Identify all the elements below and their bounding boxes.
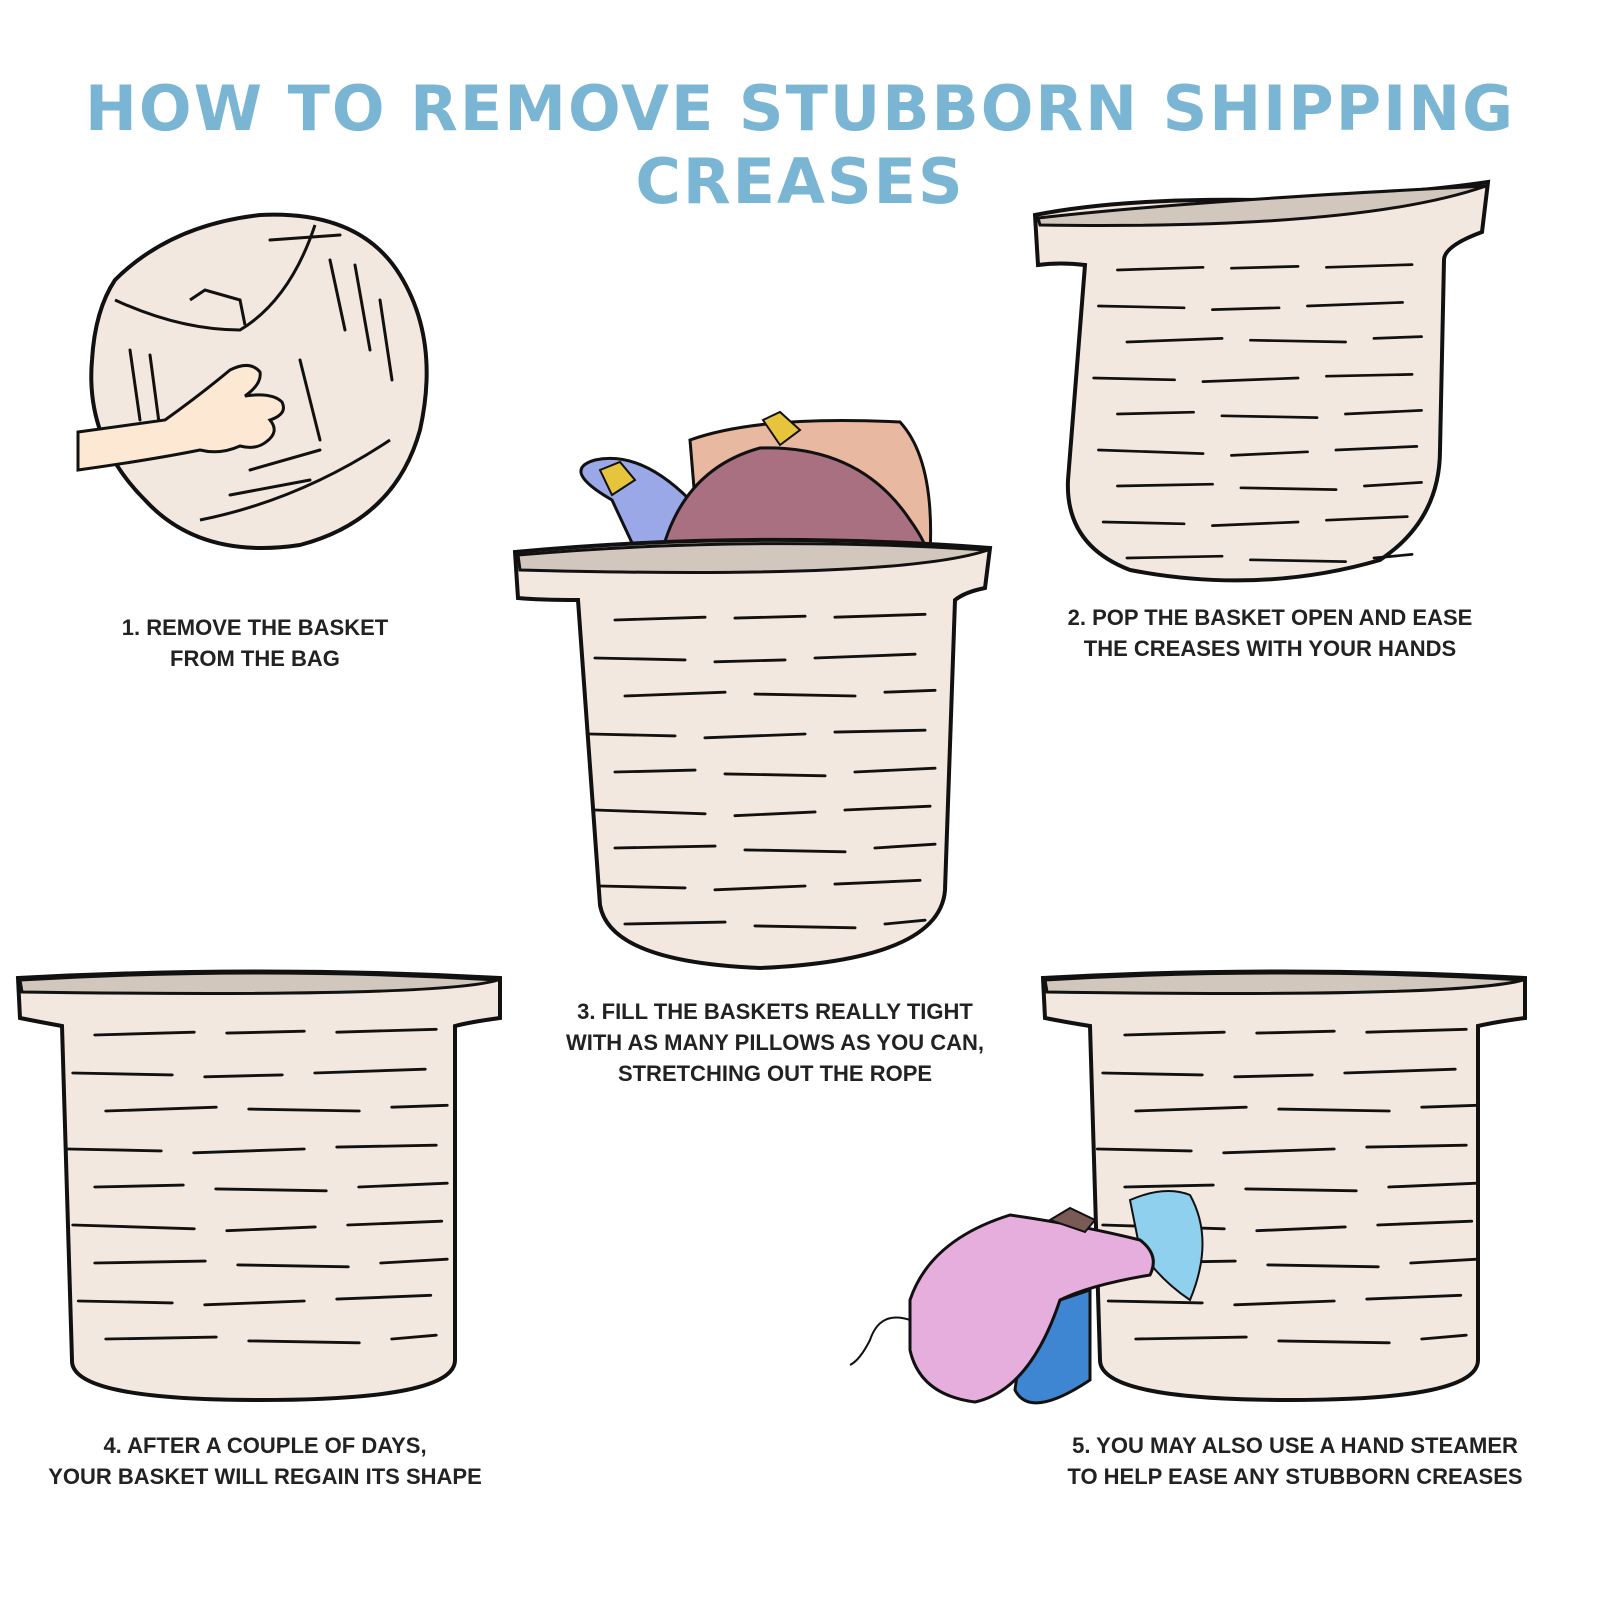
hand-icon — [76, 364, 285, 472]
restored-basket-illustration — [15, 969, 502, 1403]
step-4-caption: 4. AFTER A COUPLE OF DAYS,YOUR BASKET WI… — [48, 1433, 482, 1489]
compressed-basket-illustration — [76, 212, 429, 550]
page-title: HOW TO REMOVE STUBBORN SHIPPING CREASES — [85, 72, 1515, 218]
filled-basket-illustration — [512, 410, 993, 971]
open-basket-illustration — [1032, 179, 1491, 583]
steamed-basket-illustration — [849, 969, 1527, 1405]
steam-icon — [1128, 1190, 1204, 1302]
hand-steamer-icon — [849, 1190, 1204, 1405]
